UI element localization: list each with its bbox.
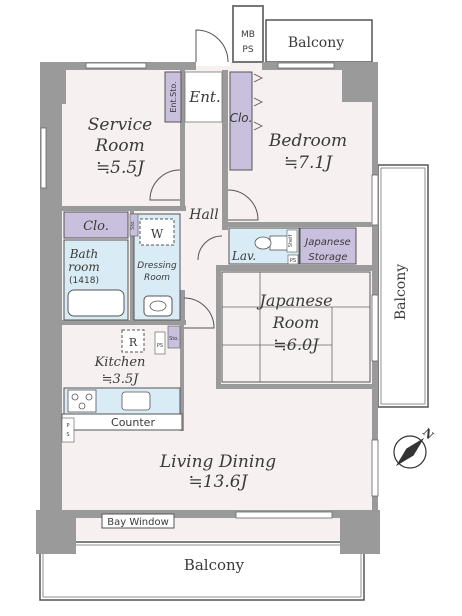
ps-left-label-2: S (66, 432, 69, 438)
dressing-name-1: Dressing (137, 261, 177, 271)
hall-label: Hall (188, 207, 219, 223)
bath-name-2: room (68, 260, 100, 274)
entrance-storage: Ent.Sto. (164, 71, 182, 123)
ps-small-label: PS (157, 343, 163, 349)
bay-window-label: Bay Window (107, 517, 169, 528)
bay-window: Bay Window (101, 513, 175, 529)
service-closet: Clo. (63, 211, 129, 239)
bathtub (67, 289, 125, 317)
service-room-name-2: Room (94, 136, 144, 156)
refrigerator-space (121, 329, 145, 353)
interior-walls (62, 70, 372, 431)
balcony-bottom: Balcony (39, 541, 365, 601)
entrance: Ent. (184, 71, 223, 123)
balcony-right: Balcony (377, 164, 429, 408)
service-room-name-1: Service (88, 115, 152, 135)
wash-storage-label: Sto. (130, 220, 136, 230)
refrigerator-label: R (129, 336, 138, 349)
mbps-label-2: PS (242, 45, 253, 55)
ps-left-label-1: P (66, 423, 69, 429)
living-dining: Living Dining ≒13.6J (159, 297, 276, 492)
japanese-room-name-1: Japanese (256, 291, 332, 310)
japanese-room: Japanese Room ≒6.0J (221, 271, 371, 383)
dressing-name-2: Room (144, 273, 170, 283)
living-dining-name: Living Dining (159, 452, 276, 472)
kitchen-name: Kitchen (94, 355, 146, 370)
windows (40, 62, 379, 519)
stove (67, 389, 97, 413)
entrance-door (195, 29, 229, 63)
japanese-room-size: ≒6.0J (273, 335, 320, 354)
kitchen-size: ≒3.5J (102, 372, 140, 387)
service-room-size: ≒5.5J (96, 158, 145, 178)
bedroom-closet: Clo. (229, 71, 263, 171)
counter-label: Counter (111, 416, 155, 429)
washer-space (139, 218, 175, 246)
toilet-ps-label: PS (290, 258, 296, 264)
kitchen: R PS Sto. Kitchen ≒3.5J Counter P S (61, 325, 183, 443)
bedroom-size: ≒7.1J (284, 153, 333, 173)
japanese-storage-label-1: Japanese (303, 237, 350, 248)
balcony-bottom-label: Balcony (184, 556, 245, 574)
lavatory: Lav. Shelf PS (228, 227, 300, 265)
dressing-room: W Dressing Room Sto. (129, 213, 181, 321)
balcony-top: Balcony (265, 19, 373, 63)
mbps-label-1: MB (241, 30, 255, 40)
balcony-right-label: Balcony (393, 264, 409, 320)
balcony-top-label: Balcony (288, 35, 344, 51)
living-dining-size: ≒13.6J (189, 472, 249, 492)
entrance-label: Ent. (188, 88, 220, 106)
washer-label: W (151, 227, 164, 241)
bath-name-1: Bath (69, 247, 99, 261)
mbps-box: MB PS (232, 5, 264, 63)
shelf-label: Shelf (288, 234, 294, 247)
bedroom-name: Bedroom (268, 131, 347, 151)
bedroom: Bedroom ≒7.1J (227, 131, 347, 221)
toilet (269, 235, 289, 251)
lavatory-label: Lav. (231, 249, 256, 263)
hall: Hall (188, 207, 223, 261)
bedroom-closet-label: Clo. (230, 111, 253, 125)
service-closet-label: Clo. (83, 219, 109, 234)
japanese-storage: Japanese Storage (299, 227, 357, 265)
entrance-storage-label: Ent.Sto. (169, 81, 178, 112)
service-room: Service Room ≒5.5J (88, 115, 181, 201)
kitchen-sink (121, 391, 151, 411)
bath-detail: (1418) (69, 276, 99, 286)
japanese-room-name-2: Room (272, 313, 319, 332)
wash-basin (143, 295, 173, 317)
bath-room: Bath room (1418) (63, 239, 129, 321)
japanese-storage-label-2: Storage (308, 252, 347, 263)
storage-small-label: Sto. (169, 336, 179, 342)
compass-icon: N (393, 426, 436, 469)
